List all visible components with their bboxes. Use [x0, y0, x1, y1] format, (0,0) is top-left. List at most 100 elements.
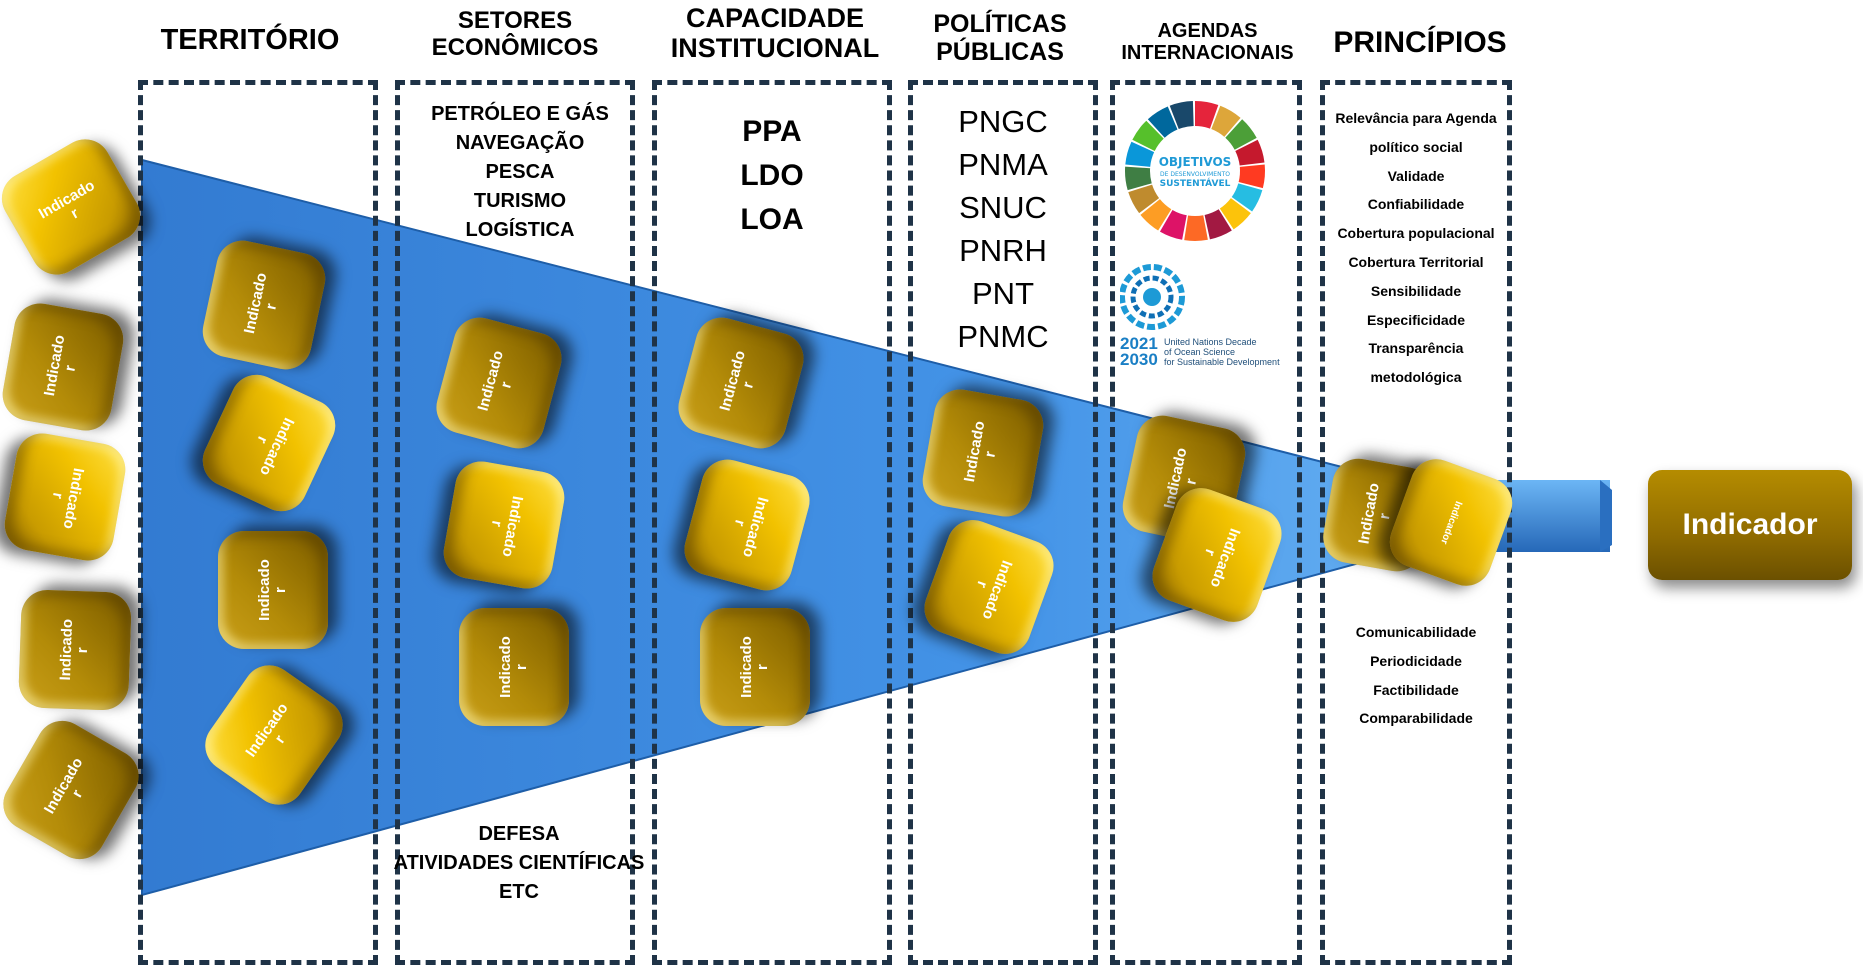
- sdg-ring-segment: [1195, 101, 1219, 129]
- indicator-cube: Indicado r: [0, 299, 128, 435]
- capacidade-item: LOA: [740, 203, 804, 236]
- ocean-text-line1: United Nations Decade: [1164, 337, 1257, 347]
- politica-item: PNGC: [958, 104, 1048, 139]
- setor-item: ETC: [499, 881, 539, 903]
- column-title-setores: SETORES ECONÔMICOS: [431, 7, 599, 61]
- column-title-principios: PRINCÍPIOS: [1333, 26, 1507, 59]
- politica-item: PNT: [972, 276, 1034, 311]
- principio-item: Cobertura populacional: [1337, 225, 1495, 242]
- capacidade-list: PPA LDO LOA: [652, 110, 892, 242]
- sdg-ring-segment: [1140, 199, 1172, 231]
- sdg-ring-segment: [1235, 139, 1265, 166]
- indicator-cube: Indicado r: [439, 457, 569, 593]
- indicator-cube-label: Indicado r: [48, 466, 88, 531]
- indicator-cube-label: Indicado r: [960, 419, 1000, 484]
- final-indicator-label: Indicador: [1682, 508, 1818, 541]
- indicator-cube-label: Indicador: [1438, 499, 1464, 546]
- sdg-wheel-logo: OBJETIVOS DE DESENVOLVIMENTO SUSTENTÁVEL: [1123, 99, 1267, 243]
- indicator-cube: Indicado r: [918, 385, 1048, 521]
- box-principios: [1320, 80, 1512, 965]
- indicator-cube-label: Indicado r: [255, 559, 290, 621]
- principio-item: Transparência: [1368, 340, 1464, 357]
- capacidade-item: PPA: [742, 115, 802, 148]
- sdg-ring-segment: [1125, 166, 1152, 191]
- indicator-cube-label: Indicado r: [241, 699, 292, 760]
- sdg-ring-segment: [1147, 106, 1178, 138]
- principio-item: Factibilidade: [1373, 681, 1459, 698]
- sdg-ring-segment: [1132, 120, 1164, 151]
- principio-item: metodológica: [1370, 369, 1462, 386]
- capacidade-item: LDO: [740, 159, 804, 192]
- politica-item: PNMC: [957, 319, 1049, 354]
- indicator-cube-label: Indicado r: [737, 636, 772, 698]
- indicator-cube: Indicado r: [218, 531, 328, 649]
- principio-item: Sensibilidade: [1370, 282, 1462, 299]
- indicator-cube-label: Indicado r: [40, 754, 87, 817]
- principio-item: Especificidade: [1366, 311, 1466, 328]
- sdg-ring-segment: [1219, 198, 1251, 230]
- indicator-cube: Indicado r: [459, 608, 569, 726]
- indicator-cube-label: Indicado r: [1200, 526, 1244, 590]
- indicator-cube-label: Indicado r: [730, 495, 772, 560]
- indicator-cube-label: Indicado r: [716, 348, 758, 413]
- principios-list-bottom: Comunicabilidade Periodicidade Factibili…: [1320, 618, 1512, 733]
- indicator-cube-label: Indicado r: [474, 348, 516, 413]
- box-politicas: [908, 80, 1098, 965]
- indicator-cube: Indicado r: [0, 429, 130, 565]
- indicator-cube-label: Indicado r: [253, 415, 298, 479]
- ocean-text-line2: of Ocean Science: [1164, 346, 1236, 357]
- column-title-capacidade: CAPACIDADE INSTITUCIONAL: [670, 3, 880, 64]
- sdg-logo-line3: SUSTENTÁVEL: [1160, 177, 1231, 189]
- box-setores: [395, 80, 635, 965]
- principio-item: Comunicabilidade: [1355, 624, 1477, 640]
- box-capacidade: [652, 80, 892, 965]
- indicator-cube-label: Indicado r: [487, 494, 527, 559]
- setores-list-bottom: DEFESA ATIVIDADES CIENTÍFICAS ETC: [388, 820, 650, 907]
- indicator-cube-label: Indicado r: [972, 558, 1016, 622]
- sdg-ring-segment: [1125, 141, 1155, 167]
- principio-item: Periodicidade: [1370, 652, 1462, 669]
- ocean-year-start: 2021: [1120, 334, 1158, 353]
- setor-item: DEFESA: [478, 823, 560, 845]
- principio-item: político social: [1369, 138, 1463, 155]
- politica-item: SNUC: [959, 190, 1047, 225]
- sdg-ring-segment: [1238, 164, 1265, 189]
- indicator-cube-label: Indicado r: [496, 636, 531, 698]
- principio-item: Confiabilidade: [1367, 196, 1465, 213]
- setores-list-top: PETRÓLEO E GÁS NAVEGAÇÃO PESCA TURISMO L…: [400, 100, 640, 245]
- column-title-agendas: AGENDAS INTERNACIONAIS: [1121, 20, 1294, 65]
- setor-item: NAVEGAÇÃO: [455, 132, 585, 154]
- sdg-logo-line2: DE DESENVOLVIMENTO: [1160, 171, 1230, 178]
- setor-item: LOGÍSTICA: [465, 219, 575, 241]
- ocean-wave-icon: [1120, 264, 1185, 330]
- sdg-ring-segment: [1169, 101, 1194, 130]
- setor-item: ATIVIDADES CIENTÍFICAS: [393, 852, 645, 874]
- sdg-ring-segment: [1159, 209, 1187, 240]
- ocean-text-line3: for Sustainable Development: [1164, 356, 1280, 367]
- sdg-ring-segment: [1184, 215, 1208, 241]
- indicator-cube-label: Indicado r: [40, 333, 80, 398]
- setor-item: TURISMO: [473, 190, 567, 212]
- setor-item: PESCA: [485, 161, 555, 183]
- box-agendas: [1110, 80, 1302, 965]
- politicas-list: PNGC PNMA SNUC PNRH PNT PNMC: [908, 100, 1098, 358]
- sdg-ring-segment: [1128, 184, 1160, 214]
- indicator-cube: Indicado r: [17, 589, 133, 711]
- principios-list-top: Relevância para Agenda político social V…: [1320, 104, 1512, 392]
- principio-item: Validade: [1387, 167, 1445, 184]
- ocean-decade-logo: 2021 2030 United Nations Decade of Ocean…: [1120, 262, 1280, 372]
- politica-item: PNRH: [959, 233, 1047, 268]
- ocean-year-end: 2030: [1120, 350, 1158, 370]
- politica-item: PNMA: [958, 147, 1048, 182]
- sdg-logo-line1: OBJETIVOS: [1159, 155, 1232, 169]
- indicator-cube-label: Indicado r: [240, 271, 281, 336]
- column-title-territorio: TERRITÓRIO: [160, 24, 340, 56]
- sdg-ring-segment: [1204, 209, 1232, 240]
- principio-item: Cobertura Territorial: [1348, 253, 1484, 270]
- indicator-cube-label: Indicado r: [35, 176, 98, 223]
- indicator-cube-label: Indicado r: [56, 618, 92, 681]
- sdg-ring-segment: [1225, 119, 1257, 150]
- indicator-cube: Indicado r: [700, 608, 810, 726]
- principio-item: Relevância para Agenda: [1335, 110, 1497, 126]
- box-territorio: [138, 80, 378, 965]
